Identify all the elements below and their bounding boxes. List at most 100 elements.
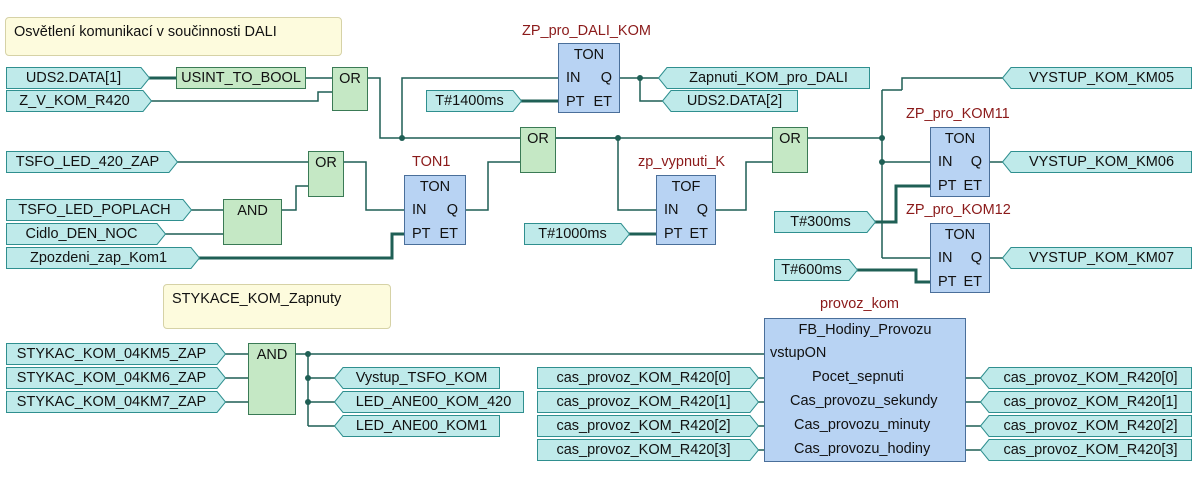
pin-q: Q: [696, 202, 708, 218]
pin-et: ET: [593, 94, 612, 110]
input-label: T#600ms: [781, 262, 842, 278]
pin-cas-sekundy: Cas_provozu_sekundy: [788, 393, 940, 409]
gate-label: OR: [527, 131, 549, 147]
input-tsfo-led-420[interactable]: TSFO_LED_420_ZAP: [6, 151, 179, 173]
input-uds-data1[interactable]: UDS2.DATA[1]: [6, 67, 151, 89]
output-km07[interactable]: VYSTUP_KOM_KM07: [1001, 247, 1192, 269]
ton-block-ton1[interactable]: TON IN Q PT ET: [404, 175, 466, 245]
output-label: cas_provoz_KOM_R420[2]: [1003, 418, 1178, 434]
variable-tag-shape: [6, 67, 151, 89]
input-label: TSFO_LED_420_ZAP: [15, 154, 160, 170]
pin-pt: PT: [664, 226, 683, 242]
output-led-kom1[interactable]: LED_ANE00_KOM1: [333, 415, 500, 437]
tof-block-zp-vypnuti[interactable]: TOF IN Q PT ET: [656, 175, 716, 245]
output-cas-3[interactable]: cas_provoz_KOM_R420[3]: [979, 439, 1192, 461]
ton-block-zp-dali[interactable]: TON IN Q PT ET: [558, 43, 620, 113]
pin-cas-hodiny: Cas_provozu_hodiny: [792, 441, 933, 457]
output-km05[interactable]: VYSTUP_KOM_KM05: [1001, 67, 1192, 89]
input-label: T#1400ms: [435, 93, 504, 109]
variable-tag-shape: [333, 415, 500, 437]
input-cas-2[interactable]: cas_provoz_KOM_R420[2]: [537, 415, 760, 437]
input-label: STYKAC_KOM_04KM6_ZAP: [16, 370, 207, 386]
input-cas-1[interactable]: cas_provoz_KOM_R420[1]: [537, 391, 760, 413]
output-km06[interactable]: VYSTUP_KOM_KM06: [1001, 151, 1192, 173]
output-label: cas_provoz_KOM_R420[3]: [1003, 442, 1178, 458]
input-t600[interactable]: T#600ms: [774, 259, 859, 281]
input-z-v-kom[interactable]: Z_V_KOM_R420: [6, 90, 153, 112]
output-label: LED_ANE00_KOM_420: [355, 394, 512, 410]
block-type: TON: [573, 47, 605, 63]
pin-et: ET: [689, 226, 708, 242]
input-stykac-km7[interactable]: STYKAC_KOM_04KM7_ZAP: [6, 391, 227, 413]
input-stykac-km5[interactable]: STYKAC_KOM_04KM5_ZAP: [6, 343, 227, 365]
input-t1000[interactable]: T#1000ms: [524, 223, 631, 245]
variable-tag-shape: [537, 439, 760, 461]
variable-tag-shape: [426, 90, 523, 112]
variable-tag-shape: [979, 415, 1192, 437]
gate-label: USINT_TO_BOOL: [181, 70, 301, 86]
variable-tag-shape: [537, 415, 760, 437]
input-cas-0[interactable]: cas_provoz_KOM_R420[0]: [537, 367, 760, 389]
variable-tag-shape: [6, 391, 227, 413]
input-t300[interactable]: T#300ms: [774, 211, 877, 233]
pin-in: IN: [938, 154, 953, 170]
output-label: VYSTUP_KOM_KM06: [1028, 154, 1175, 170]
or-gate-1[interactable]: OR: [332, 67, 368, 111]
variable-tag-shape: [979, 439, 1192, 461]
and-gate-1[interactable]: AND: [223, 199, 282, 245]
pin-q: Q: [970, 250, 982, 266]
variable-tag-shape: [661, 90, 798, 112]
variable-tag-shape: [774, 259, 859, 281]
variable-tag-shape: [537, 367, 760, 389]
pin-pt: PT: [566, 94, 585, 110]
pin-et: ET: [963, 274, 982, 290]
variable-tag-shape: [524, 223, 631, 245]
input-zpozdeni[interactable]: Zpozdeni_zap_Kom1: [6, 247, 201, 269]
or-gate-3[interactable]: OR: [520, 127, 556, 173]
output-zapnuti-dali[interactable]: Zapnuti_KOM_pro_DALI: [657, 67, 870, 89]
output-cas-2[interactable]: cas_provoz_KOM_R420[2]: [979, 415, 1192, 437]
input-cas-3[interactable]: cas_provoz_KOM_R420[3]: [537, 439, 760, 461]
output-vystup-tsfo[interactable]: Vystup_TSFO_KOM: [333, 367, 500, 389]
comment-title: Osvětlení komunikací v součinnosti DALI: [5, 17, 342, 56]
usint-to-bool-block[interactable]: USINT_TO_BOOL: [176, 67, 306, 89]
fb-hodiny-provozu-block[interactable]: FB_Hodiny_Provozu vstupON: [764, 318, 966, 462]
output-cas-0[interactable]: cas_provoz_KOM_R420[0]: [979, 367, 1192, 389]
input-t1400[interactable]: T#1400ms: [426, 90, 523, 112]
ton-block-kom11[interactable]: TON IN Q PT ET: [930, 127, 990, 197]
input-stykac-km6[interactable]: STYKAC_KOM_04KM6_ZAP: [6, 367, 227, 389]
instance-kom11: ZP_pro_KOM11: [906, 106, 1010, 122]
pin-q: Q: [600, 70, 612, 86]
instance-zp-vypnuti: zp_vypnuti_K: [638, 154, 726, 170]
output-label: cas_provoz_KOM_R420[1]: [1003, 394, 1178, 410]
ton-block-kom12[interactable]: TON IN Q PT ET: [930, 223, 990, 293]
gate-label: OR: [779, 131, 801, 147]
input-label: cas_provoz_KOM_R420[0]: [556, 370, 731, 386]
output-cas-1[interactable]: cas_provoz_KOM_R420[1]: [979, 391, 1192, 413]
pin-q: Q: [446, 202, 458, 218]
input-tsfo-led-poplach[interactable]: TSFO_LED_POPLACH: [6, 199, 193, 221]
input-label: STYKAC_KOM_04KM5_ZAP: [16, 346, 207, 362]
input-label: cas_provoz_KOM_R420[1]: [556, 394, 731, 410]
variable-tag-shape: [6, 343, 227, 365]
or-gate-4[interactable]: OR: [772, 127, 808, 173]
input-label: TSFO_LED_POPLACH: [18, 202, 171, 218]
input-cidlo-den-noc[interactable]: Cidlo_DEN_NOC: [6, 223, 167, 245]
variable-tag-shape: [333, 367, 500, 389]
pin-pocet-sepnuti: Pocet_sepnuti: [810, 369, 906, 385]
pin-pt: PT: [938, 274, 957, 290]
and-gate-2[interactable]: AND: [248, 343, 296, 415]
block-type: TON: [419, 179, 451, 195]
output-label: Vystup_TSFO_KOM: [355, 370, 488, 386]
input-label: T#1000ms: [538, 226, 607, 242]
variable-tag-shape: [1001, 67, 1192, 89]
pin-et: ET: [963, 178, 982, 194]
output-led-420[interactable]: LED_ANE00_KOM_420: [333, 391, 524, 413]
output-uds-data2[interactable]: UDS2.DATA[2]: [661, 90, 798, 112]
output-label: UDS2.DATA[2]: [686, 93, 783, 109]
input-label: Cidlo_DEN_NOC: [25, 226, 138, 242]
block-type: TON: [944, 131, 976, 147]
input-label: STYKAC_KOM_04KM7_ZAP: [16, 394, 207, 410]
or-gate-2[interactable]: OR: [308, 151, 344, 197]
variable-tag-shape: [1001, 151, 1192, 173]
